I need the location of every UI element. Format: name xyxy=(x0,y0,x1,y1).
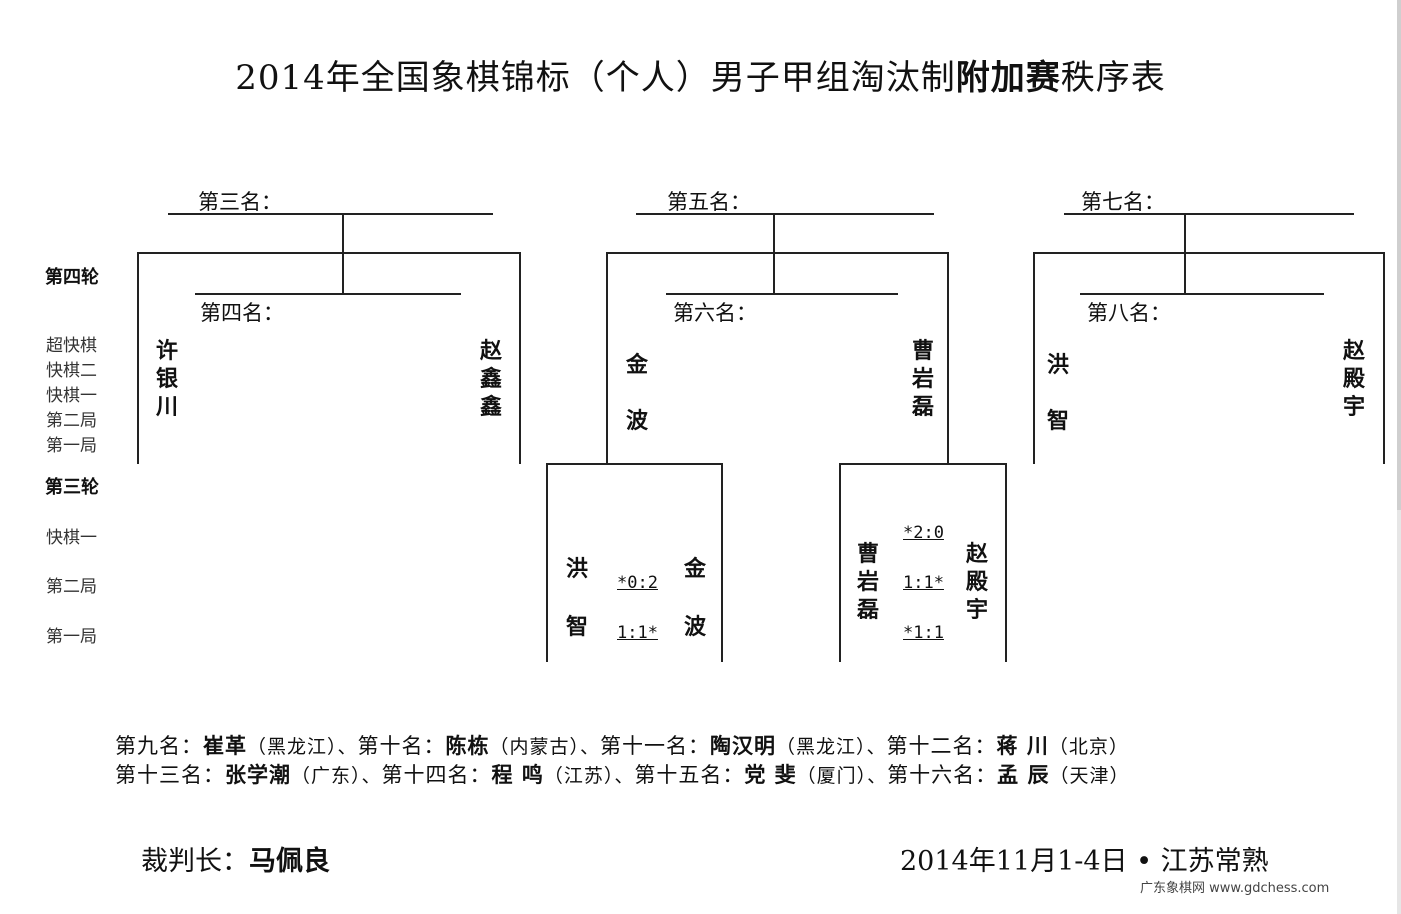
r3a-left-player: 洪智 xyxy=(566,557,589,640)
bracket1-top-place: 第三名： xyxy=(198,190,282,214)
referee-label: 裁判长： xyxy=(141,846,249,877)
bracket2-frame-top xyxy=(606,252,949,254)
page-title: 2014年全国象棋锦标（个人）男子甲组淘汰制附加赛秩序表 xyxy=(0,50,1401,99)
bracket3-frame-right xyxy=(1383,252,1385,464)
bracket1-second-place: 第四名： xyxy=(200,301,284,325)
title-suffix: 秩序表 xyxy=(1060,58,1166,98)
r3a-score-game2: *0:2 xyxy=(617,573,658,593)
round4-game-5: 第一局 xyxy=(46,436,97,456)
r3b-score-game2: 1:1* xyxy=(903,573,944,593)
bracket3-second-line xyxy=(1080,293,1324,295)
r3b-left-player: 曹岩磊 xyxy=(857,542,880,623)
rankings-line-1: 第九名：崔革（黑龙江）、第十名：陈栋（内蒙古）、第十一名：陶汉明（黑龙江）、第十… xyxy=(115,734,1129,758)
bracket2-second-line xyxy=(666,293,898,295)
bracket2-frame-left xyxy=(606,252,608,464)
round4-game-3: 快棋一 xyxy=(46,386,97,406)
r3a-right-player: 金波 xyxy=(684,557,707,640)
scrollbar-thumb[interactable] xyxy=(1397,0,1401,510)
bracket2-second-place: 第六名： xyxy=(673,301,757,325)
watermark: 广东象棋网 www.gdchess.com xyxy=(1140,881,1330,896)
bracket3-top-line xyxy=(1064,213,1354,215)
round4-label: 第四轮 xyxy=(45,267,99,288)
r3b-right-player: 赵殿宇 xyxy=(966,542,989,623)
bracket3-frame-top xyxy=(1033,252,1385,254)
round4-game-2: 快棋二 xyxy=(46,361,97,381)
bracket1-top-line xyxy=(168,213,493,215)
bracket1-left-player: 许银川 xyxy=(156,339,179,420)
r3a-frame-left xyxy=(546,463,548,662)
round4-game-4: 第二局 xyxy=(46,411,97,431)
round3-game-3: 第一局 xyxy=(46,627,97,647)
r3a-score-game1: 1:1* xyxy=(617,623,658,643)
bracket3-top-place: 第七名： xyxy=(1081,190,1165,214)
bracket1-right-player: 赵鑫鑫 xyxy=(480,339,503,420)
r3b-score-rapid1: *2:0 xyxy=(903,523,944,543)
title-main: 2014年全国象棋锦标（个人）男子甲组淘汰制 xyxy=(235,58,956,98)
date-place: 2014年11月1-4日 • 江苏常熟 xyxy=(900,846,1269,877)
bracket1-frame-right xyxy=(519,252,521,464)
round4-game-1: 超快棋 xyxy=(46,336,97,356)
r3b-frame-right xyxy=(1005,463,1007,662)
bracket2-left-player: 金波 xyxy=(626,353,649,434)
title-bold: 附加赛 xyxy=(955,58,1061,98)
bracket1-frame-top xyxy=(137,252,521,254)
bracket2-frame-right xyxy=(947,252,949,464)
bracket2-top-line xyxy=(636,213,934,215)
bracket3-second-place: 第八名： xyxy=(1087,301,1171,325)
round3-label: 第三轮 xyxy=(45,477,99,498)
bracket3-left-player: 洪智 xyxy=(1047,353,1070,434)
rankings-line-2: 第十三名：张学潮（广东）、第十四名：程 鸣（江苏）、第十五名：党 斐（厦门）、第… xyxy=(115,763,1130,787)
bracket2-right-player: 曹岩磊 xyxy=(912,339,935,420)
bracket3-right-player: 赵殿宇 xyxy=(1343,339,1366,420)
r3b-score-game1: *1:1 xyxy=(903,623,944,643)
referee-name: 马佩良 xyxy=(249,846,330,877)
round3-game-1: 快棋一 xyxy=(46,528,97,548)
r3b-frame-top xyxy=(839,463,1007,465)
r3a-frame-right xyxy=(721,463,723,662)
r3b-frame-left xyxy=(839,463,841,662)
r3a-frame-top xyxy=(546,463,723,465)
bracket2-top-place: 第五名： xyxy=(667,190,751,214)
referee: 裁判长：马佩良 xyxy=(141,839,330,878)
bracket1-second-line xyxy=(195,293,461,295)
bracket3-frame-left xyxy=(1033,252,1035,464)
bracket1-frame-left xyxy=(137,252,139,464)
round3-game-2: 第二局 xyxy=(46,577,97,597)
